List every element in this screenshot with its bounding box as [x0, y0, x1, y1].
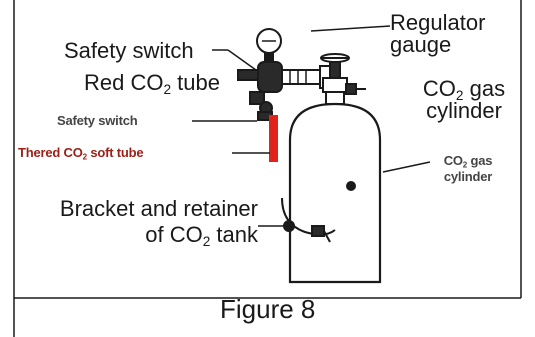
co2-gas-cylinder-small-label: CO2 gas cylinder — [428, 153, 508, 186]
red-soft-tube-label: Thered CO2 soft tube — [18, 145, 144, 162]
cylinder-valve-icon — [320, 53, 366, 105]
cylinder-text: cylinder — [426, 98, 502, 123]
bracket-line2-suffix: tank — [210, 222, 258, 248]
co2-cylinder — [288, 102, 382, 284]
safety-switch-label: Safety switch — [64, 38, 194, 63]
safety-switch-small-label: Safety switch — [57, 113, 138, 128]
red-tube-suffix: tube — [171, 70, 220, 95]
leader-lines — [192, 25, 431, 227]
co2-gas-text: CO — [422, 76, 456, 101]
cylinder-small-text: cylinder — [443, 169, 493, 185]
co2-gas-small-suffix: gas — [467, 153, 493, 168]
bracket-line2-text: of CO — [145, 222, 203, 248]
bracket-line1: Bracket and retainer — [59, 196, 258, 221]
co2-gas-cylinder-label: CO2 gas cylinder — [414, 78, 514, 122]
co2-gas-small-text: CO — [443, 153, 463, 168]
regulator-gauge-line1: Regulator — [390, 10, 486, 35]
bracket-line2-subscript: 2 — [202, 234, 211, 250]
red-soft-tube-suffix: soft tube — [86, 145, 144, 160]
cylinder-marker-dot — [346, 181, 356, 191]
co2-gas-small-subscript: 2 — [462, 160, 468, 170]
co2-gas-suffix: gas — [463, 76, 506, 101]
co2-gas-subscript: 2 — [455, 87, 464, 103]
red-soft-tube-text: Thered CO — [18, 145, 83, 160]
red-tube-text: Red CO — [84, 70, 164, 95]
red-soft-tube-subscript: 2 — [82, 152, 87, 162]
red-co2-tube — [269, 115, 278, 162]
regulator-gauge-line2: gauge — [390, 32, 452, 57]
bracket-retainer-label: Bracket and retainer of CO2 tank — [18, 196, 258, 249]
regulator-gauge-icon — [256, 28, 282, 64]
red-co2-tube-label: Red CO2 tube — [84, 70, 220, 97]
frame — [13, 0, 522, 337]
red-tube-subscript: 2 — [163, 81, 172, 97]
regulator-gauge-label: Regulator gauge — [390, 12, 485, 56]
figure-caption: Figure 8 — [220, 294, 316, 324]
